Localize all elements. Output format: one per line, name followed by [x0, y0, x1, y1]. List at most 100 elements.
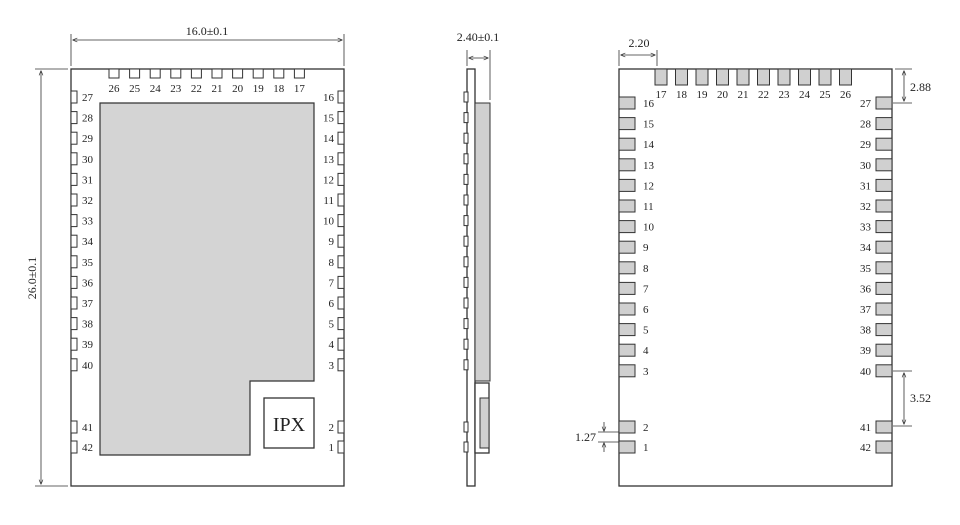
pin-label-36: 36 — [860, 283, 872, 295]
pin-label-25: 25 — [820, 89, 832, 101]
pin-label-9: 9 — [329, 236, 335, 248]
pin-label-4: 4 — [329, 339, 335, 351]
pin-pad-28 — [70, 111, 78, 125]
pin-label-29: 29 — [82, 133, 94, 145]
pin-pad-25 — [818, 68, 832, 86]
side-pad — [463, 215, 469, 227]
pin-label-17: 17 — [294, 83, 306, 95]
pin-pad-23 — [170, 68, 182, 79]
pin-pad-23 — [777, 68, 791, 86]
pin-label-29: 29 — [860, 139, 872, 151]
pin-label-26: 26 — [840, 89, 852, 101]
side-pad — [463, 256, 469, 268]
ipx-label: IPX — [273, 414, 306, 436]
pin-pad-12 — [618, 178, 636, 192]
pin-label-15: 15 — [643, 119, 655, 131]
pin-pad-41 — [70, 420, 78, 434]
pin-pad-42 — [875, 440, 893, 454]
pin-label-10: 10 — [643, 222, 655, 234]
side-pad — [463, 359, 469, 371]
pin-pad-6 — [618, 302, 636, 316]
pin-label-15: 15 — [323, 113, 335, 125]
pin-pad-27 — [70, 90, 78, 104]
pin-pad-38 — [70, 317, 78, 331]
pin-label-42: 42 — [82, 442, 93, 454]
pin-label-13: 13 — [643, 160, 655, 172]
pin-label-5: 5 — [329, 319, 335, 331]
pin-pad-32 — [875, 199, 893, 213]
offset-dimension: 2.20 — [629, 36, 650, 50]
pin-label-2: 2 — [643, 422, 649, 434]
pin-label-20: 20 — [232, 83, 244, 95]
pin-pad-4 — [618, 343, 636, 357]
pin-pad-4 — [337, 337, 345, 351]
pin-pad-15 — [337, 111, 345, 125]
pin-label-8: 8 — [329, 257, 335, 269]
pin-label-11: 11 — [323, 195, 334, 207]
side-connector-body — [479, 397, 490, 449]
pin-label-28: 28 — [82, 113, 94, 125]
pin-pad-11 — [618, 199, 636, 213]
pin-label-21: 21 — [738, 89, 749, 101]
pin-label-10: 10 — [323, 216, 335, 228]
pin-label-16: 16 — [643, 98, 655, 110]
pin-label-31: 31 — [82, 174, 93, 186]
pin-pad-14 — [337, 131, 345, 145]
pin-pad-29 — [875, 137, 893, 151]
width-dimension: 16.0±0.1 — [186, 24, 229, 38]
thickness-dimension: 2.40±0.1 — [457, 30, 500, 44]
pin-pad-26 — [839, 68, 852, 86]
pin-pad-34 — [875, 240, 893, 254]
pin-label-14: 14 — [643, 139, 655, 151]
pin-pad-9 — [337, 234, 345, 248]
pin-pad-19 — [252, 68, 264, 79]
pin-label-24: 24 — [799, 89, 811, 101]
pin-label-1: 1 — [643, 442, 649, 454]
pin-label-7: 7 — [643, 283, 649, 295]
pin-pad-19 — [695, 68, 709, 86]
side-pad — [463, 276, 469, 288]
side-pad — [463, 132, 469, 144]
pin-pad-34 — [70, 234, 78, 248]
pin-label-7: 7 — [329, 277, 335, 289]
pin-pad-8 — [618, 261, 636, 275]
pin-pad-25 — [129, 68, 141, 79]
pin-pad-27 — [875, 96, 893, 110]
pin-label-26: 26 — [109, 83, 121, 95]
pin-label-38: 38 — [860, 325, 872, 337]
pin-label-37: 37 — [82, 298, 94, 310]
pin-pad-41 — [875, 420, 893, 434]
pin-label-14: 14 — [323, 133, 335, 145]
pin-pad-35 — [70, 255, 78, 269]
pin-pad-26 — [108, 68, 120, 79]
pin-pad-17 — [293, 68, 305, 79]
pin-pad-5 — [337, 317, 345, 331]
pin-label-20: 20 — [717, 89, 729, 101]
pin-label-3: 3 — [329, 360, 335, 372]
side-pad — [463, 318, 469, 330]
pin-pad-7 — [618, 281, 636, 295]
pin-label-13: 13 — [323, 154, 335, 166]
pin-label-40: 40 — [82, 360, 94, 372]
pin-label-16: 16 — [323, 92, 335, 104]
pin-pad-1 — [337, 440, 345, 454]
pin-pad-39 — [875, 343, 893, 357]
pin-label-8: 8 — [643, 263, 649, 275]
pin-pad-29 — [70, 131, 78, 145]
pin-label-5: 5 — [643, 325, 649, 337]
pin-pad-37 — [875, 302, 893, 316]
side-view: 2.40±0.1 — [457, 30, 500, 487]
side-pad — [463, 153, 469, 165]
pin-label-19: 19 — [253, 83, 265, 95]
pin-label-37: 37 — [860, 304, 872, 316]
pin-label-24: 24 — [150, 83, 162, 95]
pin-pad-38 — [875, 323, 893, 337]
pin-label-12: 12 — [643, 180, 654, 192]
pin-pad-39 — [70, 337, 78, 351]
pin-label-28: 28 — [860, 119, 872, 131]
pin-label-42: 42 — [860, 442, 871, 454]
pin-label-9: 9 — [643, 242, 649, 254]
pin-pad-40 — [70, 358, 78, 372]
